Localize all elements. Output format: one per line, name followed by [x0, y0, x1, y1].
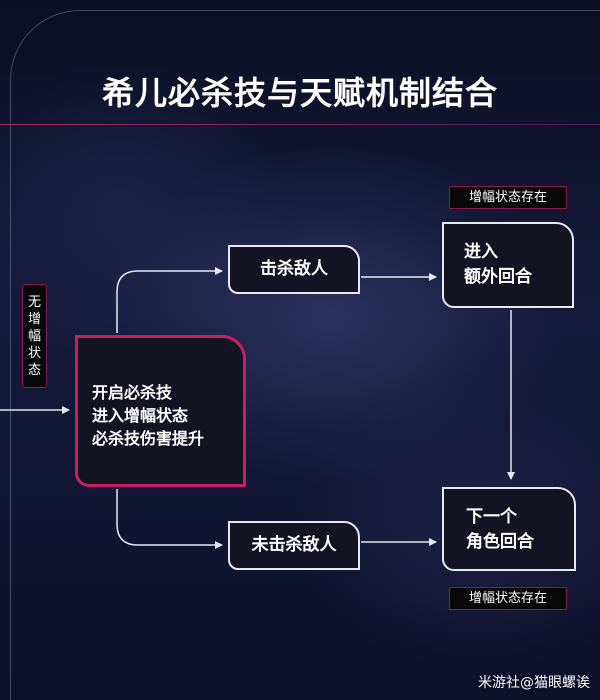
ultimate-node: 开启必杀技 进入增幅状态 必杀技伤害提升: [75, 335, 246, 487]
buff-state-top-tag: 增幅状态存在: [449, 186, 567, 209]
next-character-node: 下一个 角色回合: [442, 487, 576, 571]
no-kill-node: 未击杀敌人: [228, 521, 360, 570]
kill-enemy-node: 击杀敌人: [228, 245, 360, 294]
decorative-frame: [10, 10, 600, 700]
extra-turn-node: 进入 额外回合: [442, 222, 574, 308]
title-divider: [0, 124, 600, 125]
buff-state-bottom-tag: 增幅状态存在: [449, 587, 567, 610]
watermark: 米游社@猫眼螺诶: [478, 675, 590, 691]
arrow-main-to-nokill: [116, 489, 223, 549]
arrow-main-to-kill: [116, 267, 223, 333]
diagram-title: 希儿必杀技与天赋机制结合: [101, 74, 498, 112]
no-buff-state-tag: 无 增 幅 状 态: [22, 284, 47, 388]
